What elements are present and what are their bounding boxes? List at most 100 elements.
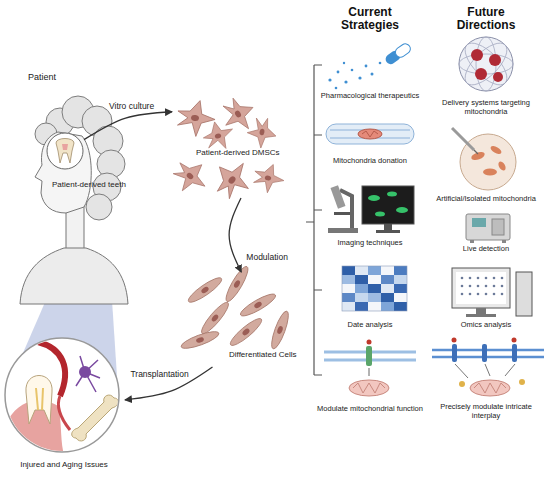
node-label: Pharmacological therapeutics [314, 91, 426, 100]
node-label: Patient-derived DMSCs [196, 148, 310, 158]
diagram-node: Modulate mitochondrial function [320, 342, 420, 420]
injury-tissues [36, 388, 43, 410]
heatmap-icon [355, 266, 368, 275]
stem-cells [207, 153, 259, 205]
node-label: Precisely modulate intricate interplay [426, 402, 546, 420]
microscope-icon [334, 212, 350, 215]
patient-illustration [20, 248, 128, 304]
diagram-node: Live detection [426, 212, 546, 256]
heatmap-icon [368, 266, 381, 275]
computer-icon [461, 285, 464, 288]
flow-arrow [84, 112, 172, 140]
signaling-icon [432, 338, 544, 397]
node-label: Differentiated Cells [229, 350, 310, 360]
pill-icon [335, 87, 338, 90]
computer-icon [493, 285, 496, 288]
detector-icon [466, 214, 510, 240]
signaling-icon [455, 364, 515, 378]
differentiated-cells [179, 264, 291, 351]
computer-icon [516, 272, 532, 316]
node-label: Modulate mitochondrial function [314, 404, 426, 413]
nanocarrier-icon [458, 36, 513, 91]
differentiated-cells [223, 264, 252, 304]
heatmap-icon [368, 302, 381, 311]
diagram-node: Patient-derived DMSCs [172, 100, 310, 198]
transfer-cell-icon [497, 160, 507, 172]
heatmap-icon [342, 284, 355, 293]
section-heading: Current Strategies [330, 6, 410, 32]
nanocarrier-icon [493, 72, 503, 82]
nanocarrier-icon [471, 49, 483, 61]
signaling-icon [512, 344, 517, 362]
membrane-icon [362, 131, 378, 137]
heatmap-icon [381, 275, 394, 284]
heatmap-icon [342, 293, 355, 302]
injury-inset [5, 338, 119, 452]
node-label: Delivery systems targeting mitochondria [426, 98, 546, 116]
microscope-icon [340, 190, 352, 228]
heatmap-icon [342, 266, 407, 311]
diagram-node: Imaging techniques [320, 176, 420, 250]
computer-icon [501, 277, 504, 280]
computer-icon [452, 268, 510, 308]
differentiated-cells [238, 291, 278, 320]
mitochondria-icon [366, 346, 372, 366]
node-label: Injured and Aging Issues [3, 460, 125, 470]
injury-inset [4, 338, 119, 455]
heatmap-icon [368, 284, 381, 293]
computer-icon [466, 314, 496, 317]
heatmap-icon [394, 266, 407, 275]
injury-tissues [58, 396, 70, 430]
patient-illustration [20, 96, 128, 304]
signaling-icon [459, 381, 465, 387]
stem-cells [167, 153, 214, 200]
injury-tissues [26, 376, 52, 425]
diagram-node: Date analysis [320, 262, 420, 332]
microscope-icon [368, 195, 380, 201]
node-label: Mitochondria donation [314, 156, 426, 165]
injury-tissues [76, 356, 100, 392]
diagram-node: Pharmacological therapeutics [320, 40, 420, 102]
diagram-node: Patient-derived teeth [46, 132, 84, 170]
diagram-node: Precisely modulate intricate interplay [426, 342, 546, 420]
injury-tissues [72, 395, 119, 441]
heatmap-icon [381, 284, 394, 293]
computer-icon [456, 272, 506, 304]
microscope-icon [396, 207, 408, 213]
tooth-inset [47, 133, 83, 169]
microscope-icon [376, 230, 400, 233]
pill-icon [365, 65, 368, 68]
injury-tissues [4, 342, 118, 455]
computer-icon [461, 277, 504, 296]
pill-icon [384, 42, 413, 66]
differentiated-cells [227, 315, 264, 348]
node-label: Artificial/Isolated mitochondria [426, 194, 546, 203]
computer-icon [485, 285, 488, 288]
detector-icon [492, 219, 504, 235]
diagram-node: Injured and Aging Issues [3, 336, 125, 478]
stem-cells [250, 160, 287, 196]
edge-label: Vitro culture [109, 101, 154, 111]
detector-icon [470, 240, 474, 243]
tooth-inset [47, 133, 83, 169]
differentiated-cells [186, 274, 225, 305]
signaling-icon [470, 380, 510, 396]
heatmap-icon [381, 302, 394, 311]
signaling-icon [482, 344, 487, 362]
injury-tissues [79, 366, 91, 378]
computer-icon [501, 285, 504, 288]
diagram-node: Mitochondria donation [320, 112, 420, 168]
tooth-inset [62, 144, 68, 150]
stem-cells [245, 115, 279, 150]
detector-icon [472, 218, 486, 227]
stem-cells [174, 97, 218, 139]
microscope-icon [387, 192, 397, 197]
signaling-icon [432, 350, 544, 357]
pill-icon [337, 71, 340, 74]
injury-tissues [38, 342, 65, 396]
diagram-node: Artificial/Isolated mitochondria [426, 126, 546, 208]
microscope-icon [384, 224, 392, 230]
signaling-icon [452, 344, 457, 362]
